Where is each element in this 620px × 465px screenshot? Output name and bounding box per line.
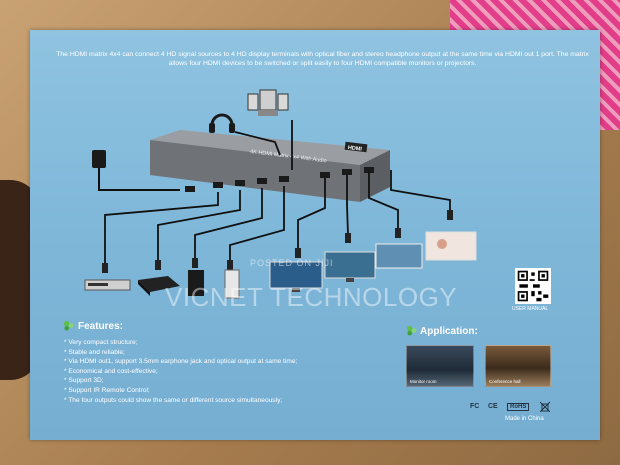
features-leaf-icon	[63, 320, 74, 331]
application-leaf-icon	[406, 325, 417, 336]
set-top-box-icon	[138, 276, 180, 296]
rohs-mark: RoHS	[507, 403, 530, 411]
hdmi-connector-icon	[102, 263, 108, 273]
tv-icon	[425, 231, 477, 261]
list-item: * Support 3D;	[64, 377, 104, 385]
watermark-posted: POSTED ON JIJI	[250, 258, 334, 268]
dvd-player-icon	[84, 279, 131, 291]
list-item: * Stable and reliable;	[64, 348, 125, 356]
tv-icon	[324, 251, 376, 282]
ce-mark: CE	[488, 403, 498, 410]
monitor-icon	[269, 261, 323, 292]
speaker-icon	[247, 89, 289, 116]
hdmi-port	[235, 180, 245, 186]
hdmi-port	[320, 172, 330, 178]
hdmi-port	[279, 176, 289, 182]
weee-bin-icon	[540, 401, 550, 412]
monitor-room-photo	[406, 345, 474, 387]
watermark-brand: VICNET TECHNOLOGY	[165, 282, 458, 312]
hdmi-port	[185, 186, 195, 192]
power-adapter-icon	[92, 150, 180, 191]
list-item: * Very compact structure;	[64, 339, 138, 346]
hdmi-port	[213, 182, 223, 188]
hdmi-port	[257, 178, 267, 184]
app-caption-monitor-room: Monitor room	[410, 379, 437, 384]
connection-diagram: 4K HDMI Matrix 4x4 With Audio HDMI	[84, 89, 477, 299]
qr-label: USER MANUAL	[512, 306, 549, 312]
features-list: * Very compact structure; * Stable and r…	[64, 338, 297, 405]
list-item: * The four outputs could show the same o…	[64, 396, 283, 404]
list-item: * Via HDMI out1, support 3.5mm earphone …	[64, 358, 298, 366]
pc-tower-icon	[224, 269, 240, 299]
hdmi-port	[364, 167, 374, 173]
hdmi-connector-icon	[192, 258, 198, 268]
fc-mark: FC	[470, 403, 480, 410]
game-console-icon	[188, 270, 204, 296]
hdmi-connector-icon	[155, 260, 161, 270]
hdmi-matrix-device: 4K HDMI Matrix 4x4 With Audio HDMI	[150, 130, 390, 202]
list-item: * Economical and cost-effective;	[64, 367, 158, 375]
qr-code-icon	[515, 268, 551, 304]
hdmi-connector-icon	[345, 233, 351, 243]
projector-screen-icon	[375, 243, 423, 269]
app-caption-conference-hall: Conference hall	[489, 379, 521, 384]
list-item: * Support IR Remote Control;	[64, 386, 150, 394]
hdmi-logo: HDMI	[347, 145, 362, 153]
conference-hall-photo	[485, 345, 551, 387]
features-title: Features:	[78, 321, 124, 332]
intro-text: The HDMI matrix 4x4 can connect 4 HD sig…	[56, 51, 589, 67]
hdmi-port	[342, 169, 352, 175]
hdmi-connector-icon	[447, 210, 453, 220]
hdmi-connector-icon	[227, 260, 233, 270]
hdmi-connector-icon	[395, 228, 401, 238]
hdmi-connector-icon	[295, 248, 301, 258]
headphone-icon	[209, 113, 235, 133]
hdmi-logo-badge	[344, 141, 368, 153]
made-in: Made in China	[505, 416, 544, 422]
application-title: Application:	[420, 326, 478, 337]
